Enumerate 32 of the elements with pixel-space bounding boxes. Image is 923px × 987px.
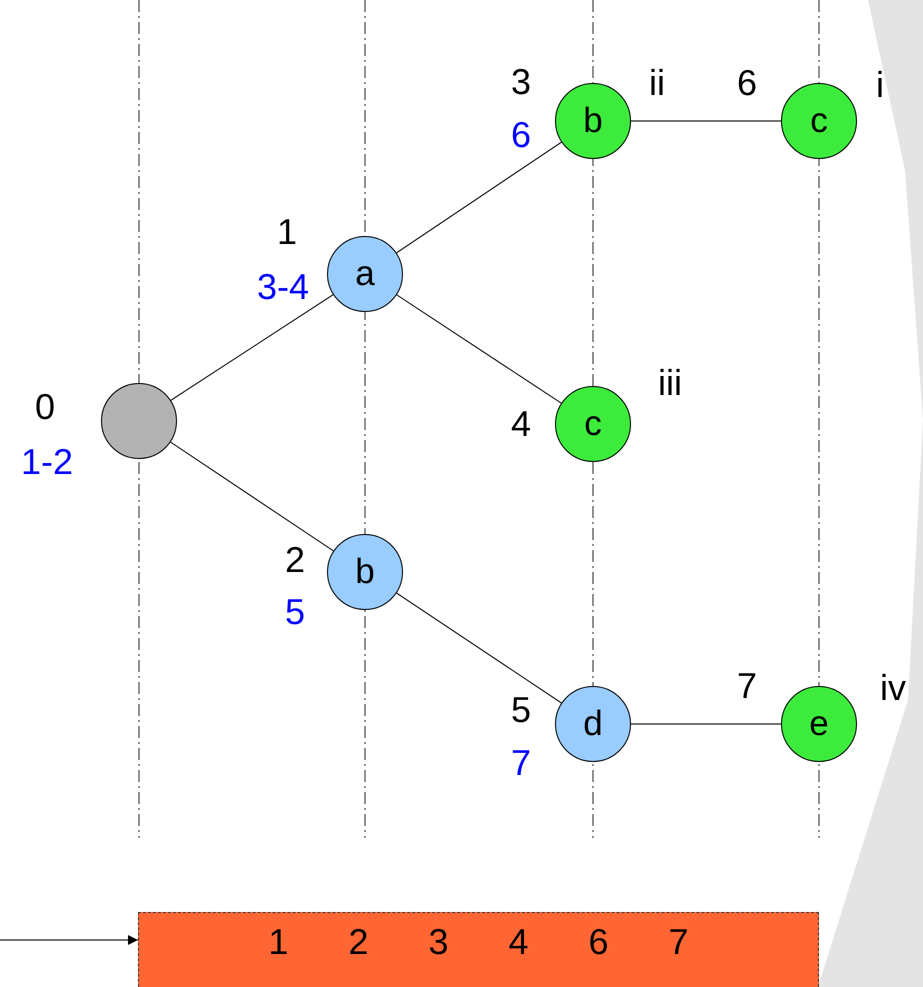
node-number: 2	[284, 542, 306, 578]
node-number: 1	[276, 214, 298, 250]
index-range: 5	[284, 594, 306, 630]
tree-edge	[396, 142, 562, 254]
node-number: 3	[510, 64, 532, 100]
node-number: 4	[510, 406, 532, 442]
node-number: 5	[510, 692, 532, 728]
tree-edge	[630, 120, 782, 122]
tree-edge	[396, 294, 562, 404]
node-number: 7	[736, 668, 758, 704]
tree-node: d	[555, 686, 631, 762]
node-number: 0	[34, 389, 56, 425]
roman-numeral: i	[876, 67, 884, 103]
tree-node: e	[781, 686, 857, 762]
tree-edge	[396, 592, 562, 704]
tree-node: c	[555, 386, 631, 462]
tree-node: b	[327, 534, 403, 610]
index-range: 3-4	[256, 269, 310, 305]
tree-edge	[170, 442, 334, 552]
tree-edge	[170, 294, 334, 401]
index-range: 1-2	[20, 444, 74, 480]
roman-numeral: ii	[649, 65, 665, 101]
tree-node: a	[327, 236, 403, 312]
roman-numeral: iii	[658, 365, 682, 401]
node-number: 6	[736, 65, 758, 101]
tree-node: c	[781, 83, 857, 159]
tree-node: b	[555, 83, 631, 159]
sequence-bar: 1 2 3 4 6 7	[138, 912, 819, 987]
index-range: 7	[510, 745, 532, 781]
roman-numeral: iv	[880, 670, 906, 706]
index-range: 6	[510, 117, 532, 153]
arrow	[0, 935, 138, 945]
